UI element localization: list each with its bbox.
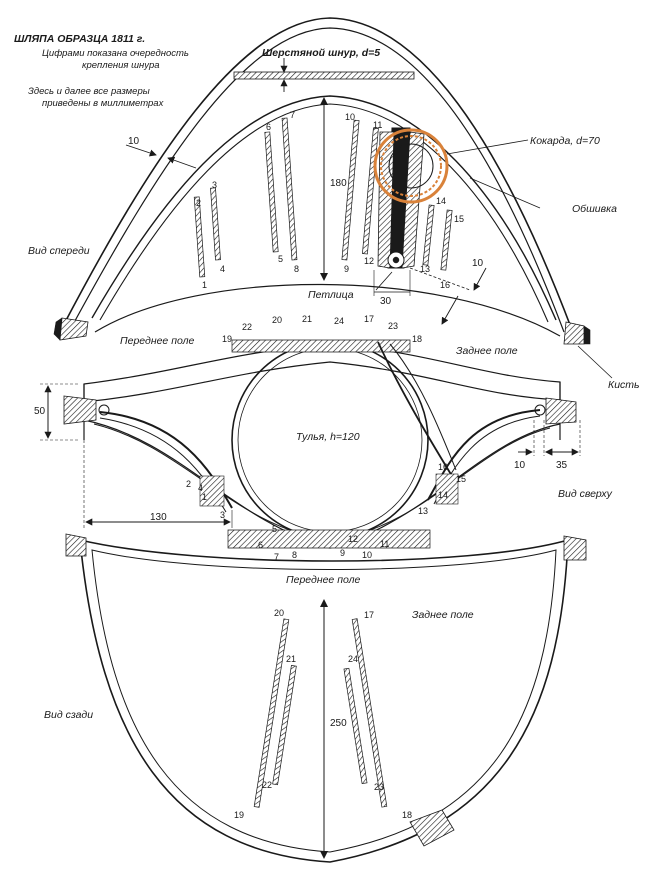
cord-number: 20 — [274, 608, 284, 618]
cord-number: 3 — [212, 180, 217, 190]
cord-number: 9 — [340, 548, 345, 558]
order-note-1: Цифрами показана очередность — [42, 48, 189, 59]
cord-number: 22 — [242, 322, 252, 332]
cord-number: 12 — [364, 256, 374, 266]
loop-label: Петлица — [308, 289, 354, 301]
cord-number: 12 — [348, 534, 358, 544]
cord-number: 11 — [380, 539, 389, 549]
cord-label: Шерстяной шнур, d=5 — [262, 47, 380, 59]
top-view — [40, 339, 581, 549]
back-view — [65, 533, 587, 863]
back-outer-outline — [79, 538, 569, 863]
order-note-2: крепления шнура — [82, 60, 160, 71]
cord-number: 5 — [272, 524, 277, 534]
cord-number: 23 — [388, 321, 398, 331]
front-inner-outline — [91, 95, 557, 321]
dim-250: 250 — [330, 718, 347, 729]
cord-number: 3 — [220, 510, 225, 520]
top-view-label: Вид сверху — [558, 488, 613, 500]
top-tassel-left — [63, 395, 110, 425]
front-view — [53, 17, 613, 379]
front-outer-outline-inner — [69, 27, 565, 333]
cord-number: 17 — [364, 610, 374, 620]
back-tassel-bottom — [409, 809, 455, 847]
cockade-label: Кокарда, d=70 — [530, 135, 600, 147]
cord-number: 8 — [292, 550, 297, 560]
cord-number: 19 — [234, 810, 244, 820]
cord-number: 24 — [348, 654, 358, 664]
back-tassel-right — [563, 535, 587, 561]
dim-50: 50 — [34, 406, 46, 417]
dim-10-b: 10 — [472, 258, 484, 269]
cord-number: 6 — [266, 122, 271, 132]
top-tassel-right — [534, 397, 577, 425]
dims-note-1: Здесь и далее все размеры — [28, 86, 150, 97]
cord-number: 19 — [222, 334, 232, 344]
cord-number: 24 — [334, 316, 344, 326]
back-view-label: Вид сзади — [44, 709, 93, 721]
front-brim-top-label: Переднее поле — [120, 335, 194, 347]
cord-number: 18 — [402, 810, 412, 820]
cord-number: 1 — [202, 492, 207, 502]
cord-number: 1 — [202, 280, 207, 290]
cord-number: 16 — [438, 462, 448, 472]
cord-number: 5 — [278, 254, 283, 264]
dim-180: 180 — [330, 178, 347, 189]
cord-number: 18 — [412, 334, 422, 344]
dim-30: 30 — [380, 296, 392, 307]
cord-number: 16 — [440, 280, 450, 290]
cord-number: 11 — [373, 120, 382, 130]
text-layer: ШЛЯПА ОБРАЗЦА 1811 г. Цифрами показана о… — [14, 33, 640, 820]
cord-number: 13 — [418, 506, 428, 516]
front-tassel-right — [563, 321, 591, 345]
cord-number: 20 — [272, 315, 282, 325]
cord-number: 10 — [362, 550, 372, 560]
title: ШЛЯПА ОБРАЗЦА 1811 г. — [14, 33, 145, 45]
dim-10-c: 10 — [514, 460, 526, 471]
cord-number: 6 — [258, 540, 263, 550]
cord-number: 14 — [438, 490, 448, 500]
front-inner-outline-2 — [99, 103, 549, 323]
front-outer-outline — [61, 17, 573, 331]
cord-number: 17 — [364, 314, 374, 324]
back-tassel-left — [65, 533, 87, 557]
cord-number: 22 — [262, 780, 272, 790]
cord-number: 15 — [456, 474, 466, 484]
cord-number: 15 — [454, 214, 464, 224]
cord-number: 4 — [220, 264, 225, 274]
cord-number: 14 — [436, 196, 446, 206]
cord-number: 8 — [294, 264, 299, 274]
back-brim-top-label: Заднее поле — [456, 345, 518, 357]
dim-10-a: 10 — [128, 136, 140, 147]
cord-number: 23 — [374, 782, 384, 792]
cord-number: 7 — [290, 110, 295, 120]
wool-cord-sample — [233, 71, 415, 80]
cord-number: 9 — [344, 264, 349, 274]
cockade — [373, 128, 449, 204]
front-tassel-left — [53, 317, 89, 341]
front-view-label: Вид спереди — [28, 245, 90, 257]
front-brim-mid-label: Переднее поле — [286, 574, 360, 586]
cord-number: 4 — [198, 483, 203, 493]
crown-label: Тулья, h=120 — [296, 431, 360, 443]
cord-number: 2 — [196, 198, 201, 208]
dim-130: 130 — [150, 512, 167, 523]
dims-note-2: приведены в миллиметрах — [42, 98, 165, 109]
back-brim-low-label: Заднее поле — [412, 609, 474, 621]
cord-number: 21 — [286, 654, 296, 664]
dim-35: 35 — [556, 460, 568, 471]
cord-number: 10 — [345, 112, 355, 122]
cord-number: 2 — [186, 479, 191, 489]
front-brim-curve — [94, 283, 561, 337]
cord-number: 13 — [420, 264, 430, 274]
cord-number: 7 — [274, 552, 279, 562]
tassel-label: Кисть — [608, 379, 640, 391]
cord-number: 21 — [302, 314, 312, 324]
trim-label: Обшивка — [572, 203, 617, 215]
